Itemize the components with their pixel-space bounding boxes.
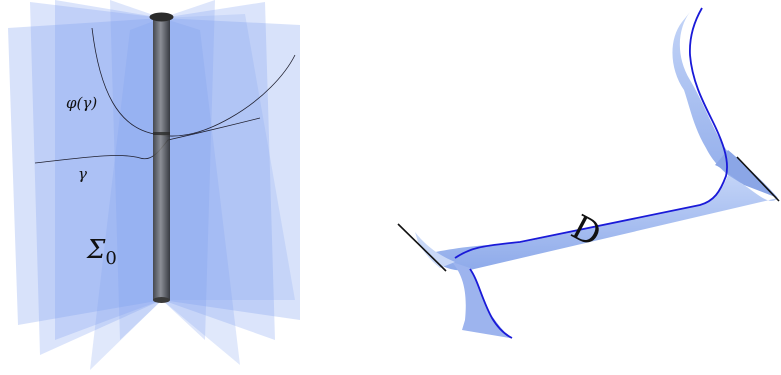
- strip-figure: D: [398, 8, 779, 338]
- sigma-subscript: 0: [105, 248, 116, 269]
- left-end-segment: [398, 224, 446, 271]
- phi-gamma-label: φ(γ): [66, 94, 97, 112]
- gamma-label: γ: [78, 165, 87, 183]
- axis-cylinder: [150, 13, 174, 304]
- planes-figure: φ(γ) γ Σ0: [8, 0, 300, 370]
- strip-label: D: [565, 207, 608, 255]
- left-flap: [452, 262, 510, 338]
- sigma-symbol: Σ: [86, 235, 106, 265]
